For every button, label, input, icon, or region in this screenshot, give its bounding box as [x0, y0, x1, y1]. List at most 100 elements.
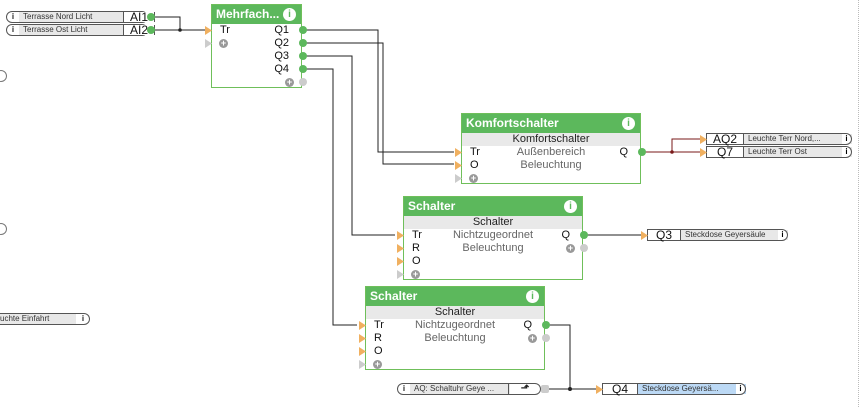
input-leuchte-einfahrt[interactable]: uchte Einfahrt i [0, 313, 90, 325]
input-pin[interactable] [641, 231, 648, 240]
wire-q4 [306, 68, 357, 326]
output-pin[interactable] [638, 148, 646, 156]
input-pin[interactable] [700, 135, 707, 144]
output-pin[interactable] [147, 13, 155, 21]
add-output-icon[interactable]: + [285, 77, 294, 87]
output-label: Q [561, 229, 570, 241]
output-pin[interactable] [299, 26, 307, 34]
output-q3[interactable]: Q3 Steckdose Geyersäule i [641, 229, 788, 241]
info-icon[interactable]: i [81, 314, 85, 323]
wire-komfort-aq2 [645, 138, 704, 153]
input-pin[interactable] [359, 360, 366, 369]
output-label: Steckdose Geyersäule [680, 230, 788, 240]
output-pin[interactable] [542, 321, 550, 329]
block-header[interactable]: Schalter i [404, 197, 582, 216]
input-pin[interactable] [397, 270, 404, 279]
add-input-icon[interactable]: + [469, 173, 478, 183]
output-pin[interactable] [299, 65, 307, 73]
input-terrasse-nord[interactable]: i Terrasse Nord Licht AI1 [6, 11, 155, 23]
input-schaltuhr[interactable]: i AQ: Schaltuhr Geye ... ⬏ [397, 383, 549, 395]
output-pin[interactable] [299, 39, 307, 47]
input-label: Terrasse Ost Licht [19, 25, 125, 35]
input-pin[interactable] [397, 231, 404, 240]
input-pin[interactable] [455, 161, 462, 170]
canvas-boundary [858, 0, 859, 407]
input-label: O [374, 345, 383, 357]
add-output-icon[interactable]: + [528, 333, 537, 343]
input-label: uchte Einfahrt [0, 314, 76, 324]
wire-junction [670, 150, 674, 154]
info-icon[interactable]: i [564, 200, 577, 213]
input-pin[interactable] [455, 148, 462, 157]
info-icon[interactable]: i [283, 8, 296, 21]
input-label: R [374, 332, 382, 344]
input-label: Tr [470, 146, 480, 158]
input-pin[interactable] [397, 257, 404, 266]
input-pin[interactable] [205, 39, 212, 48]
block-header[interactable]: Komfortschalter i [462, 114, 640, 133]
block-header[interactable]: Schalter i [366, 287, 544, 306]
info-icon[interactable]: i [11, 25, 15, 34]
input-pin[interactable] [359, 347, 366, 356]
block-header[interactable]: Mehrfach... i [212, 5, 301, 24]
output-pin[interactable] [299, 78, 307, 86]
exit-icon[interactable]: ⬏ [508, 384, 541, 394]
add-output-icon[interactable]: + [566, 243, 575, 253]
output-label: Q4 [274, 63, 289, 75]
add-input-icon[interactable]: + [219, 38, 228, 48]
wire-q2 [306, 42, 454, 165]
output-label: Q [523, 319, 532, 331]
output-label: Q2 [274, 37, 289, 49]
block-location: Nichtzugeordnet [414, 319, 496, 331]
output-code: AQ2 [712, 132, 737, 146]
input-pin[interactable] [700, 148, 707, 157]
add-input-icon[interactable]: + [411, 269, 420, 279]
wire-schalter2-q4 [548, 324, 571, 389]
info-icon[interactable]: i [402, 384, 406, 393]
input-pin[interactable] [397, 244, 404, 253]
input-label: Terrasse Nord Licht [19, 12, 125, 22]
output-pin[interactable] [542, 334, 550, 342]
wire-junction [568, 387, 572, 391]
input-label: O [412, 255, 421, 267]
output-pin[interactable] [299, 52, 307, 60]
block-subtitle: Komfortschalter [462, 133, 640, 146]
input-pin[interactable] [359, 334, 366, 343]
input-pin[interactable] [455, 174, 462, 183]
output-label: Q [619, 146, 628, 158]
input-label: Tr [412, 229, 422, 241]
info-icon[interactable]: i [622, 117, 635, 130]
input-pin[interactable] [596, 385, 603, 394]
output-code: Q7 [716, 145, 733, 159]
info-icon[interactable]: i [526, 290, 539, 303]
info-icon[interactable] [0, 223, 7, 235]
info-icon[interactable]: i [842, 146, 852, 158]
output-pin[interactable] [580, 244, 588, 252]
output-aq2[interactable]: AQ2 Leuchte Terr Nord,... i [700, 132, 852, 146]
input-terrasse-ost[interactable]: i Terrasse Ost Licht AI2 [6, 24, 155, 36]
block-title: Komfortschalter [466, 116, 559, 130]
input-label: AQ: Schaltuhr Geye ... [410, 384, 510, 394]
output-label: Q3 [274, 50, 289, 62]
block-komfortschalter[interactable]: Komfortschalter i Komfortschalter Tr Auße… [455, 113, 646, 184]
block-subtitle: Schalter [404, 216, 582, 229]
input-pin[interactable] [359, 321, 366, 330]
info-icon[interactable]: i [11, 12, 15, 21]
block-location: Außenbereich [516, 146, 586, 158]
info-icon[interactable]: i [736, 383, 746, 395]
input-label: R [412, 242, 420, 254]
input-pin[interactable] [205, 26, 212, 35]
output-q4[interactable]: Q4 Steckdose Geyersä... i [596, 383, 746, 395]
info-icon[interactable] [0, 70, 7, 82]
output-q7[interactable]: Q7 Leuchte Terr Ost i [700, 145, 852, 159]
output-pin[interactable] [147, 26, 155, 34]
info-icon[interactable]: i [842, 133, 852, 145]
info-icon[interactable]: i [778, 229, 788, 241]
wire-ai1 [153, 16, 181, 30]
add-input-icon[interactable]: + [373, 359, 382, 369]
output-pin[interactable] [541, 385, 549, 393]
output-pin[interactable] [580, 231, 588, 239]
